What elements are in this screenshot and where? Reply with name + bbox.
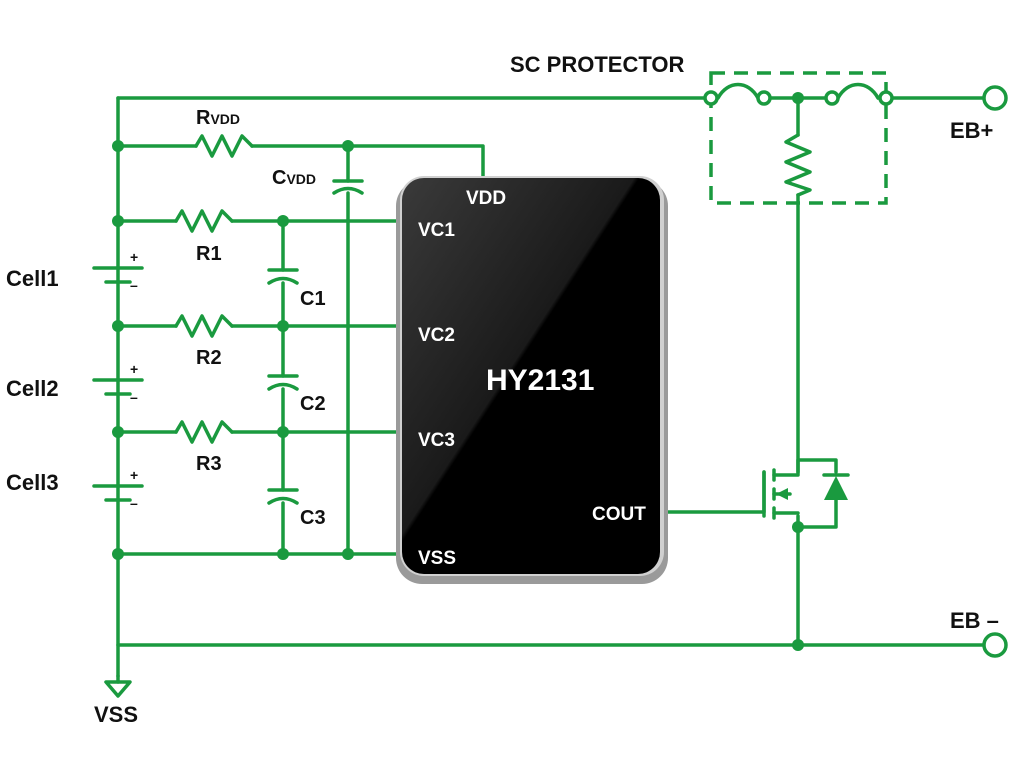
r2-label: R2 <box>196 347 222 369</box>
cell2-minus-sign: – <box>130 389 138 405</box>
chip-body <box>402 178 660 574</box>
junction-dot <box>792 639 804 651</box>
cell1-label: Cell1 <box>6 266 59 291</box>
cout-wire <box>664 470 766 514</box>
pin-vc3-label: VC3 <box>418 430 455 451</box>
r2-resistor <box>174 314 234 338</box>
rvdd-label: RVDD <box>196 107 240 129</box>
resistors <box>174 134 254 444</box>
c2-label: C2 <box>300 393 326 415</box>
chip-name-label: HY2131 <box>486 364 594 397</box>
mosfet <box>762 458 850 529</box>
junction-dot <box>342 548 354 560</box>
pin-cout-label: COUT <box>592 504 646 525</box>
junction-dot <box>277 548 289 560</box>
junction-dot <box>277 426 289 438</box>
fuse-terminal <box>756 90 772 106</box>
sc-protector-label: SC PROTECTOR <box>510 52 685 77</box>
cell1-plus-sign: + <box>130 249 138 265</box>
junction-dot <box>342 140 354 152</box>
r3-resistor <box>174 420 234 444</box>
cell2-plus-sign: + <box>130 361 138 377</box>
junction-dot <box>792 92 804 104</box>
r1-label: R1 <box>196 243 222 265</box>
cell2-label: Cell2 <box>6 376 59 401</box>
body-diode <box>824 476 848 500</box>
cell1-minus-sign: – <box>130 277 138 293</box>
fuse-terminal <box>824 90 840 106</box>
sc-protector <box>703 71 894 205</box>
c1-label: C1 <box>300 288 326 310</box>
fuse-right <box>836 82 880 100</box>
ground-symbol <box>104 674 132 698</box>
junction-dot <box>112 215 124 227</box>
pin-vc1-label: VC1 <box>418 220 455 241</box>
junction-dot <box>112 320 124 332</box>
c3-label: C3 <box>300 507 326 529</box>
r3-label: R3 <box>196 453 222 475</box>
rvdd-wire <box>116 144 485 180</box>
fuse-left <box>716 82 760 100</box>
cvdd-label: CVDD <box>272 167 316 189</box>
junction-dot <box>277 215 289 227</box>
fuse-terminal <box>878 90 894 106</box>
eb-minus-label: EB – <box>950 608 999 633</box>
eb-plus-label: EB+ <box>950 118 993 143</box>
pin-vc2-label: VC2 <box>418 325 455 346</box>
cell1-battery <box>92 266 144 284</box>
junctions <box>112 92 804 651</box>
r1-resistor <box>174 209 234 233</box>
rvdd-resistor <box>194 134 254 158</box>
sc-protector-box <box>709 71 888 205</box>
cells <box>92 266 144 502</box>
vss-ground-label: VSS <box>94 702 138 727</box>
mosfet-drain-source <box>772 458 838 529</box>
junction-dot <box>277 320 289 332</box>
junction-dot <box>112 548 124 560</box>
junction-dot <box>792 521 804 533</box>
junction-dot <box>112 140 124 152</box>
cvdd-capacitor <box>332 179 364 195</box>
cell3-minus-sign: – <box>130 495 138 511</box>
c3-capacitor <box>267 488 299 505</box>
capacitors <box>267 179 364 505</box>
fuse-terminal <box>703 90 719 106</box>
protector-resistor <box>784 133 812 197</box>
c1-capacitor <box>267 268 299 285</box>
eb-plus-terminal <box>982 85 1008 111</box>
mosfet-arrow <box>776 488 788 500</box>
junction-dot <box>112 426 124 438</box>
cell3-label: Cell3 <box>6 470 59 495</box>
cell3-battery <box>92 484 144 502</box>
cell3-plus-sign: + <box>130 467 138 483</box>
cell2-battery <box>92 378 144 396</box>
c2-capacitor <box>267 374 299 391</box>
pin-vss-label: VSS <box>418 548 456 569</box>
hy2131-chip <box>396 176 668 584</box>
pin-vdd-label: VDD <box>466 188 506 209</box>
labels: SC PROTECTOR RVDD CVDD R1 R2 R3 C1 C2 C3… <box>6 52 999 727</box>
eb-minus-terminal <box>982 632 1008 658</box>
